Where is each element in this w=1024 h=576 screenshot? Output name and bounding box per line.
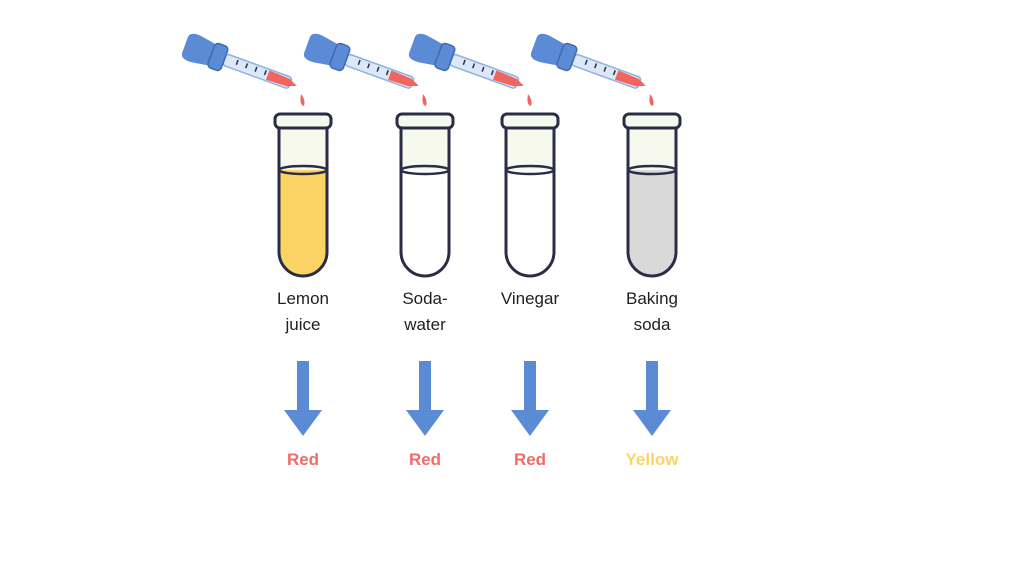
tick-mark [254, 66, 258, 72]
tube-label: Vinegar [470, 286, 590, 338]
drop-icon [527, 94, 532, 106]
tick-mark [385, 70, 389, 76]
tube-label: Baking soda [592, 286, 712, 338]
tube-label-line: Lemon [277, 289, 329, 308]
dropper-collar [329, 42, 351, 72]
tube-outline [626, 128, 678, 278]
indicator-liquid [265, 70, 297, 87]
tick-mark [594, 63, 598, 69]
tube-label-line: water [404, 315, 446, 334]
tick-mark [612, 70, 616, 76]
tube-outline [277, 128, 329, 278]
tick-mark [263, 70, 267, 76]
tick-mark [584, 59, 588, 66]
tube-label-line: Soda- [402, 289, 448, 308]
test-tube-column [303, 33, 455, 436]
indicator-liquid [492, 70, 524, 87]
tick-mark [472, 63, 476, 69]
tick-mark [490, 70, 494, 76]
indicator-liquid [387, 70, 419, 87]
dropper-collar [556, 42, 578, 72]
indicator-liquid [614, 70, 646, 87]
tube-liquid [401, 170, 449, 276]
drop-icon [422, 94, 427, 106]
tube-label-line: Baking [626, 289, 678, 308]
dropper-icon [408, 33, 524, 89]
tube-liquid [628, 170, 676, 276]
tick-mark [481, 66, 485, 72]
tube-label: Lemon juice [243, 286, 363, 338]
dropper-icon [303, 33, 419, 89]
dropper-bulb [530, 33, 566, 66]
tube-rim [622, 112, 682, 130]
tube-label-line: Vinegar [500, 289, 560, 308]
tube-label: Soda-water [365, 286, 485, 338]
dropper-bulb [408, 33, 444, 66]
tick-mark [245, 63, 249, 69]
tube-label-line: soda [633, 315, 671, 334]
tube-outline [399, 128, 451, 278]
test-tube-column [181, 33, 333, 436]
arrow-down-icon [633, 361, 671, 436]
result-color-label: Red [408, 450, 442, 469]
arrow-down-icon [284, 361, 322, 436]
tube-label-line [470, 312, 590, 338]
tick-mark [235, 59, 239, 66]
tube-rim [500, 112, 560, 130]
arrow-down-icon [406, 361, 444, 436]
tick-mark [376, 66, 380, 72]
tube-liquid [506, 170, 554, 276]
tick-mark [357, 59, 361, 66]
drop-icon [300, 94, 305, 106]
dropper-icon [530, 33, 646, 89]
result-color-label: Red [286, 450, 320, 469]
test-tube-column [408, 33, 560, 436]
drop-icon [649, 94, 654, 106]
tube-liquid [279, 170, 327, 276]
dropper-bulb [303, 33, 339, 66]
tube-rim [395, 112, 455, 130]
tube-rim [273, 112, 333, 130]
dropper-collar [434, 42, 456, 72]
result-color-label: Red [513, 450, 547, 469]
tube-label-line: juice [285, 315, 321, 334]
dropper-bulb [181, 33, 217, 66]
tube-outline [504, 128, 556, 278]
tick-mark [367, 63, 371, 69]
test-tube-column [530, 33, 682, 436]
result-color-label: Yellow [625, 450, 679, 469]
tick-mark [603, 66, 607, 72]
tick-mark [462, 59, 466, 66]
dropper-collar [207, 42, 229, 72]
dropper-icon [181, 33, 297, 89]
arrow-down-icon [511, 361, 549, 436]
